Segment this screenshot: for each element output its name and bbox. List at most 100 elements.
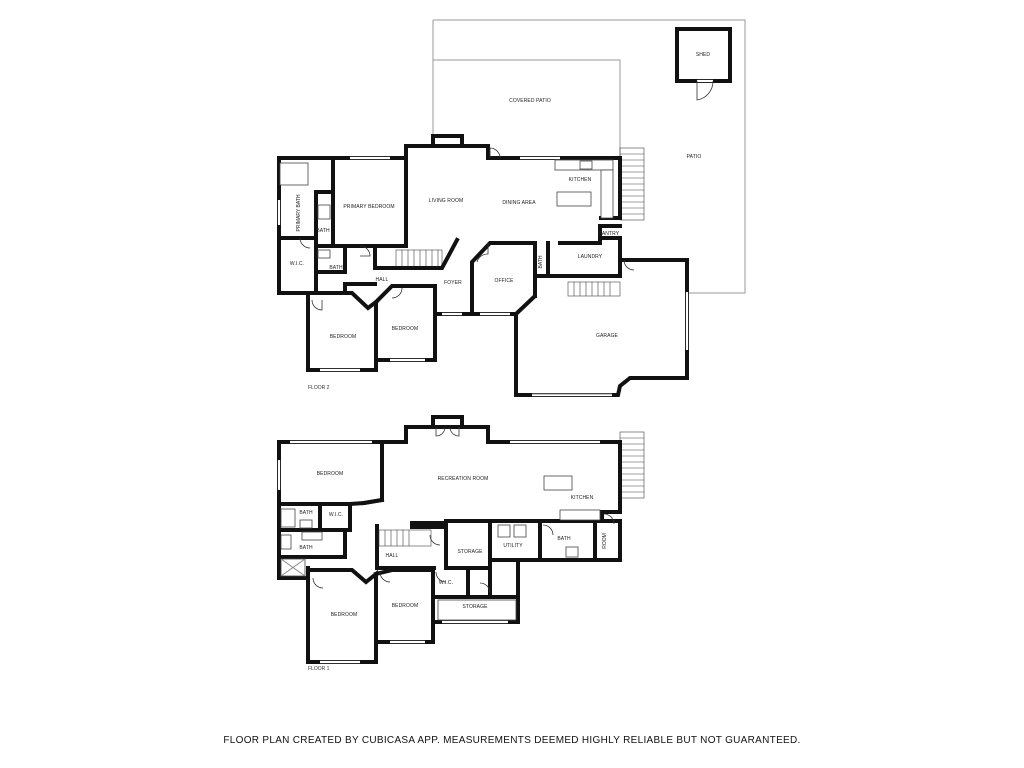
bedroom-right-door [391,287,403,299]
label-bedroom-left-f1: BEDROOM [331,612,358,618]
f1-kitchen-south-wall [538,510,604,523]
label-dining-area: DINING AREA [502,200,536,206]
shed-door [696,80,714,101]
f1-toilet-b [280,534,292,550]
hall-stairs [395,249,443,269]
label-living-room: LIVING ROOM [429,198,463,204]
fireplace [431,134,464,148]
f1-bath-c-toilet [565,546,579,558]
f1-storage-a-walls [444,519,492,570]
garage-walls [514,258,689,397]
label-bath-b-f2: BATH [329,265,343,271]
label-laundry: LAUNDRY [578,254,603,260]
f1-kitchen-counter [559,509,601,521]
f1-stairs [378,521,444,547]
patio-stairs [619,147,645,221]
f1-bedroom-south-wall [277,497,385,506]
label-shed: SHED [696,52,711,58]
label-patio: PATIO [687,154,702,160]
bath-b-walls [314,244,347,274]
label-bath-a-f2: BATH [316,228,330,234]
f1-kitchen-island [543,475,573,491]
f1-door-wic-b [435,571,447,583]
label-bedroom-right-f2: BEDROOM [392,326,419,332]
f1-toilet-a [299,519,313,529]
office-walls [433,241,537,316]
floor-2-plan: SHED COVERED PATIO PATIO KITCHEN LIVING … [277,19,746,397]
label-wic-f2: W.I.C. [290,261,304,267]
disclaimer-text: FLOOR PLAN CREATED BY CUBICASA APP. MEAS… [223,735,801,746]
wic-door [299,237,311,249]
f1-bedroom-left-walls [306,568,378,644]
label-bedroom-top-f1: BEDROOM [317,471,344,477]
bedroom-left-door [311,299,323,311]
f1-utility-extension [488,558,520,599]
label-hall-f2: HALL [376,277,389,283]
label-bedroom-right-f1: BEDROOM [392,603,419,609]
label-pantry: PANTRY [599,231,620,237]
f1-utility-fixture-1 [497,524,511,538]
f1-bedrooms-wing [306,566,435,664]
f1-utility-fixture-2 [513,524,527,538]
bedroom-left-north-wall [306,291,379,311]
bath-a-walls [314,190,335,295]
f1-door-room [603,513,615,525]
office-door [476,243,489,263]
label-foyer: FOYER [444,280,462,286]
f1-door-bedroom-left [312,577,324,589]
f1-bath-c-walls [538,519,597,562]
label-bedroom-left-f2: BEDROOM [330,334,357,340]
f1-door-hall [429,534,441,546]
patio-door-1 [489,147,501,159]
f1-room-walls [593,519,622,562]
label-storage-b: STORAGE [462,604,488,610]
f1-bedroom-right-north [373,568,435,577]
label-storage-a: STORAGE [457,549,483,555]
f1-door-bedroom-right [379,571,391,583]
f1-chimney [431,415,464,429]
label-garage: GARAGE [596,333,619,339]
kitchen-sink [579,160,593,170]
kitchen-island [556,191,592,207]
hall-walls [343,282,377,295]
label-hall-f1: HALL [386,553,399,559]
f1-vanity-b [301,531,323,541]
label-bath-c-f2: BATH [538,255,544,268]
garage-door-swing [623,259,635,271]
f1-storage-b-shelf [437,599,517,621]
covered-patio-outline [433,59,621,158]
label-wic-b-f1: W.I.C. [439,580,453,586]
label-kitchen-f1: KITCHEN [571,495,594,501]
hall-door [359,245,371,257]
bathtub [279,162,309,186]
primary-bath-walls [277,156,335,248]
f1-bath-a-walls [277,502,352,532]
f1-vanity-a [280,508,296,528]
exterior-stairs-f1 [619,431,645,499]
f1-door-north-2 [449,426,460,437]
floor-1-plan: BEDROOM RECREATION ROOM KITCHEN BATH W.I… [277,415,645,672]
pantry-walls [558,224,622,245]
label-floor-1: FLOOR 1 [308,666,330,672]
f1-door-bath-c [542,524,554,536]
label-recreation-room: RECREATION ROOM [438,476,489,482]
toilet-primary [317,204,331,220]
stair-walls [373,237,460,270]
laundry-walls [533,236,622,278]
patio-outline [433,19,746,294]
label-bath-a-f1: BATH [299,510,313,516]
f1-door-storage-b [479,582,491,594]
label-floor-2: FLOOR 2 [308,385,330,391]
label-covered-patio: COVERED PATIO [509,98,551,104]
f1-bath-b-walls [277,528,347,559]
label-primary-bedroom: PRIMARY BEDROOM [343,204,394,210]
label-bath-b-f1: BATH [299,545,313,551]
f1-door-north-1 [435,426,446,437]
label-primary-bath: PRIMARY BATH [296,194,302,231]
f1-hall-walls [375,524,436,570]
label-utility: UTILITY [503,543,523,549]
label-office: OFFICE [495,278,514,284]
kitchen-counter-side [600,169,614,219]
label-wic-a-f1: W.I.C. [329,512,343,518]
